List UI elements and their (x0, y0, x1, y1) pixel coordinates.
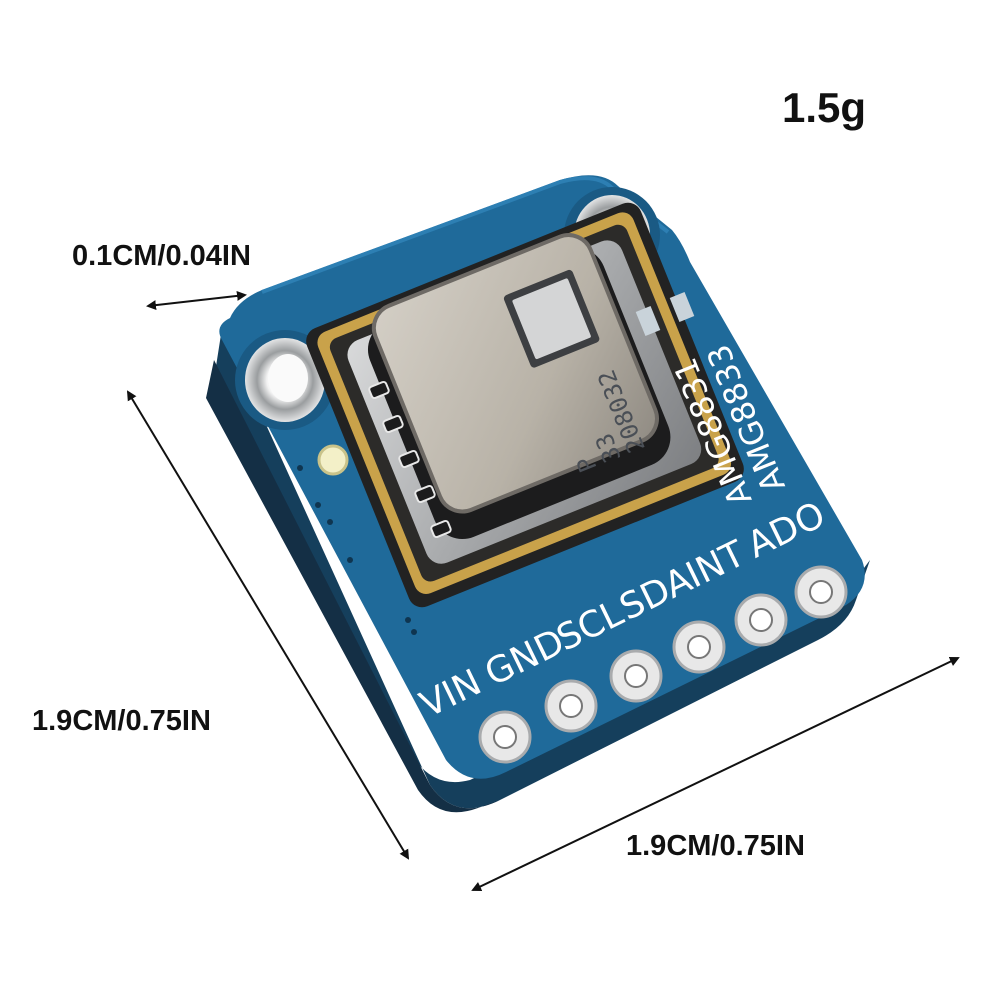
indicator-led (317, 444, 349, 476)
pin-pad (544, 679, 598, 733)
pin-pad (734, 593, 788, 647)
height-arrow (126, 390, 410, 860)
mounting-hole-left (235, 330, 335, 430)
vias (297, 465, 417, 635)
pin-pad (794, 565, 848, 619)
width-arrow (471, 656, 960, 892)
pin-pads (478, 565, 848, 764)
thickness-arrow (146, 290, 247, 311)
pin-pad (609, 649, 663, 703)
pin-pad (672, 620, 726, 674)
thickness-label: 0.1CM/0.04IN (72, 240, 251, 272)
weight-label: 1.5g (782, 84, 867, 131)
pin-pad (478, 710, 532, 764)
module-contacts (368, 380, 452, 539)
